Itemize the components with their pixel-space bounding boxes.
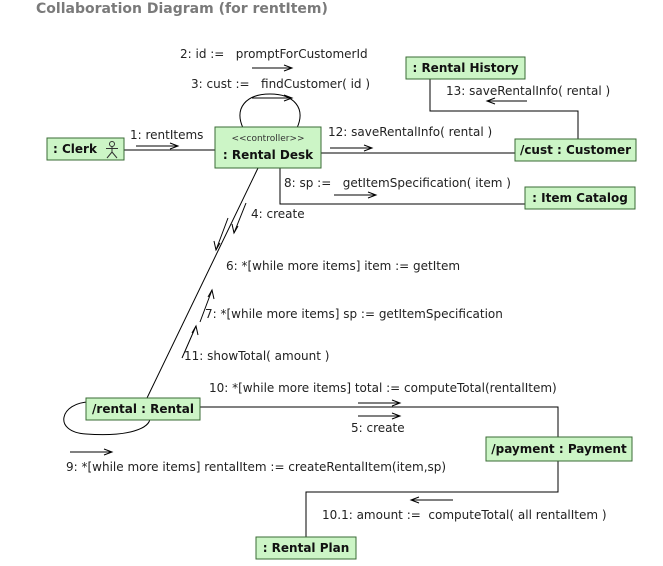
link-payment-plan (305, 461, 559, 537)
message-13: 13: saveRentalInfo( rental ) (446, 84, 610, 98)
link-rental-payment (200, 406, 559, 437)
message-labels: 1: rentItems 2: id := promptForCustomerI… (66, 47, 610, 522)
arrow-m9 (70, 448, 114, 456)
arrow-m11 (181, 324, 199, 359)
arrow-m6 (213, 217, 229, 252)
message-10: 10: *[while more items] total := compute… (209, 381, 557, 395)
link-history-customer (429, 79, 579, 139)
object-payment[interactable]: /payment : Payment (485, 436, 633, 462)
object-rental-plan-label: : Rental Plan (263, 541, 350, 555)
object-rental-history-label: : Rental History (412, 61, 518, 75)
arrow-m12 (330, 144, 374, 152)
link-desk-rental (146, 167, 259, 399)
message-9: 9: *[while more items] rentalItem := cre… (66, 460, 446, 474)
object-rental-desk-label: : Rental Desk (223, 148, 314, 162)
arrow-m2 (252, 64, 294, 72)
diagram-title: Collaboration Diagram (for rentItem) (36, 1, 328, 17)
actor-icon (106, 141, 118, 159)
message-6: 6: *[while more items] item := getItem (226, 259, 460, 273)
arrow-m7 (199, 288, 215, 323)
message-7: 7: *[while more items] sp := getItemSpec… (205, 307, 503, 321)
self-link-rental (63, 401, 151, 436)
message-5: 5: create (351, 421, 405, 435)
arrow-m10-1 (409, 496, 453, 504)
object-payment-label: /payment : Payment (491, 442, 627, 456)
object-customer-label: /cust : Customer (520, 143, 631, 157)
message-1: 1: rentItems (130, 128, 203, 142)
message-4: 4: create (251, 207, 305, 221)
object-rental-plan[interactable]: : Rental Plan (255, 536, 357, 560)
arrow-m8 (334, 191, 378, 199)
message-12: 12: saveRentalInfo( rental ) (328, 125, 492, 139)
message-2: 2: id := promptForCustomerId (180, 47, 368, 61)
self-link-desk (239, 93, 301, 129)
object-rental[interactable]: /rental : Rental (85, 397, 201, 421)
object-item-catalog-label: : Item Catalog (532, 191, 628, 205)
objects: : Clerk <<controller>> : Rental Desk : R… (46, 56, 637, 560)
object-rental-history[interactable]: : Rental History (405, 56, 526, 80)
message-3: 3: cust := findCustomer( id ) (191, 77, 370, 91)
arrow-m4 (231, 202, 247, 235)
arrow-m13 (485, 97, 527, 105)
object-customer[interactable]: /cust : Customer (514, 138, 637, 162)
arrow-m5 (358, 412, 402, 420)
links (63, 79, 579, 537)
object-clerk-label: : Clerk (53, 142, 98, 156)
object-rental-desk[interactable]: <<controller>> : Rental Desk (214, 126, 322, 169)
arrow-m10 (358, 399, 402, 407)
arrow-m3 (252, 94, 294, 102)
message-arrows (70, 64, 527, 504)
object-clerk[interactable]: : Clerk (46, 137, 125, 161)
link-desk-catalog (279, 168, 525, 205)
object-item-catalog[interactable]: : Item Catalog (524, 186, 636, 210)
message-10-1: 10.1: amount := computeTotal( all rental… (322, 508, 607, 522)
message-11: 11: showTotal( amount ) (184, 349, 329, 363)
arrow-m1 (136, 142, 180, 150)
object-rental-label: /rental : Rental (92, 402, 194, 416)
message-8: 8: sp := getItemSpecification( item ) (284, 176, 511, 190)
object-rental-desk-stereotype: <<controller>> (231, 134, 304, 144)
